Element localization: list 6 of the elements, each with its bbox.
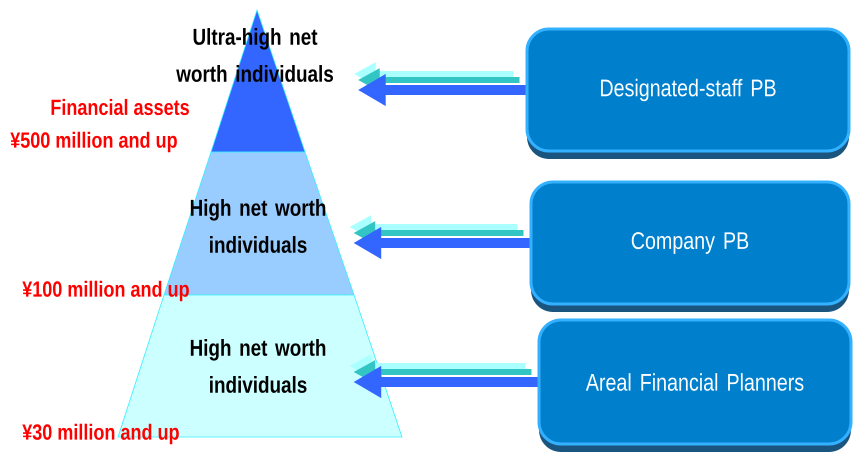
asset-threshold-label: Financial assets [52, 98, 189, 116]
rounded-box: Designated-staff PB [526, 28, 850, 159]
rounded-box: Areal Financial Planners [538, 318, 852, 452]
asset-threshold-label: ¥30 million and up [22, 424, 179, 444]
rounded-box: Company PB [530, 180, 850, 312]
asset-threshold-label: ¥500 million and up [10, 132, 177, 152]
